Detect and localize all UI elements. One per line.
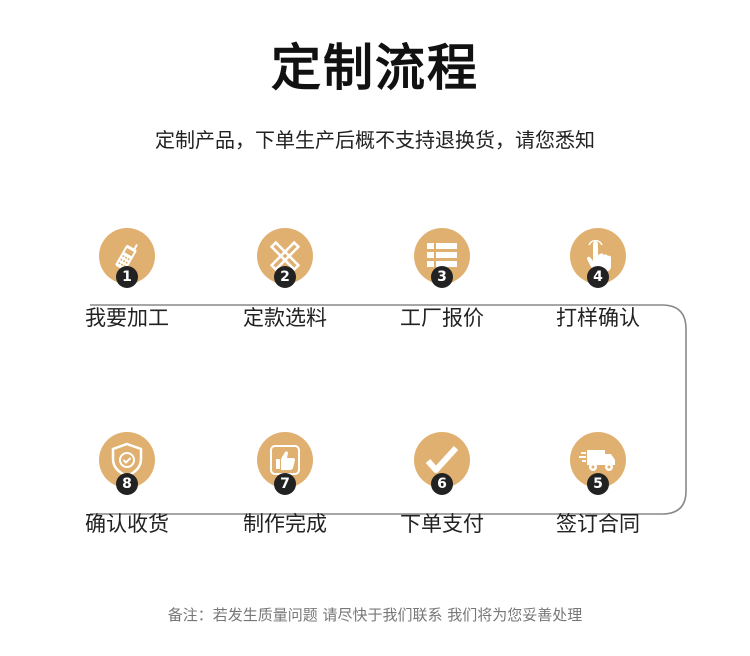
step-number: 7: [274, 473, 296, 495]
step-label: 制作完成: [243, 512, 327, 536]
step-number: 2: [274, 266, 296, 288]
step-label: 签订合同: [556, 512, 640, 536]
page-title: 定制流程: [271, 39, 479, 97]
step-number: 4: [587, 266, 609, 288]
step-label: 工厂报价: [400, 306, 484, 330]
step-number: 1: [116, 266, 138, 288]
step-number: 8: [116, 473, 138, 495]
page-subtitle: 定制产品，下单生产后概不支持退换货，请您悉知: [155, 128, 595, 152]
step-number: 3: [431, 266, 453, 288]
step-number: 5: [587, 473, 609, 495]
step-label: 我要加工: [85, 306, 169, 330]
footer-note: 备注：若发生质量问题 请尽快于我们联系 我们将为您妥善处理: [167, 606, 583, 624]
step-number: 6: [431, 473, 453, 495]
step-label: 确认收货: [85, 512, 169, 536]
step-label: 下单支付: [400, 512, 484, 536]
step-label: 定款选料: [243, 306, 327, 330]
step-label: 打样确认: [556, 306, 640, 330]
